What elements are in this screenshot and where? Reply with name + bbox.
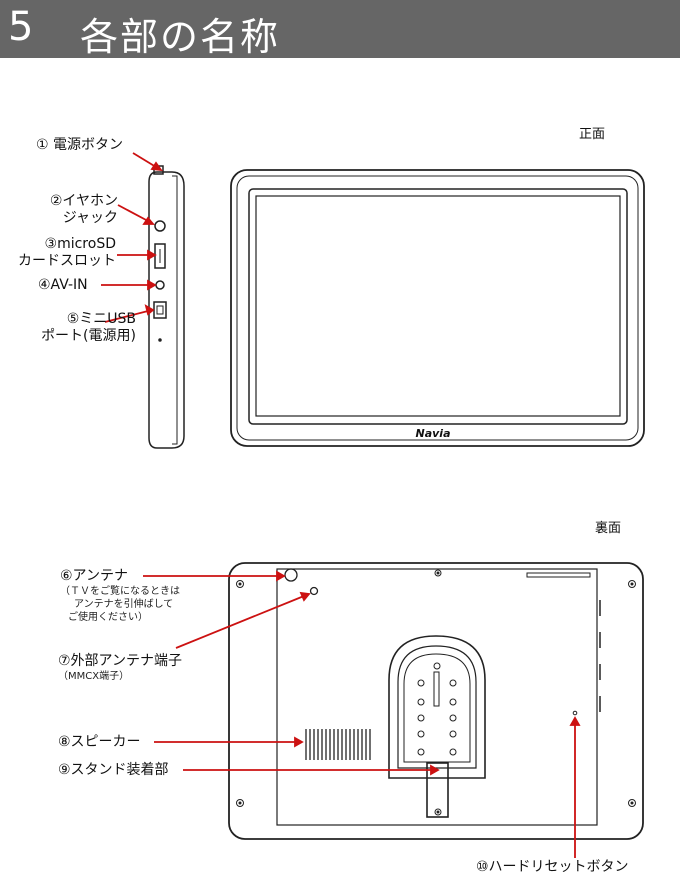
label-speaker: ⑧スピーカー [58, 734, 141, 750]
label-stand-mount: ⑨スタンド装着部 [58, 762, 169, 778]
label-microsd-slot-line2: カードスロット [18, 253, 116, 269]
earphone-jack-shape [154, 220, 166, 232]
section-number: 5 [8, 4, 35, 50]
side-view [148, 165, 185, 449]
reset-button-shape [572, 710, 578, 716]
label-mini-usb-port-line1: ⑤ミニUSB [66, 311, 136, 327]
section-header: 5 各部の名称 [0, 0, 680, 59]
screw-icon [236, 569, 636, 816]
label-antenna: ⑥アンテナ [60, 568, 128, 584]
antenna-shape [284, 568, 298, 582]
back-view [228, 562, 644, 840]
label-antenna-note-1: （ＴＶをご覧になるときは [60, 586, 180, 597]
brand-logo: Navia [416, 427, 451, 440]
section-title: 各部の名称 [80, 15, 281, 59]
mini-usb-port-shape [153, 301, 167, 319]
label-hard-reset-button: ⑩ハードリセットボタン [476, 859, 629, 875]
label-mini-usb-port: ⑤ミニUSB ポート(電源用) [0, 311, 136, 345]
label-av-in: ④AV-IN [38, 277, 88, 293]
label-earphone-jack-line1: ②イヤホン [49, 193, 118, 209]
label-external-antenna-port-note: （MMCX端子） [58, 671, 130, 682]
leader-lines [101, 152, 581, 858]
label-power-button: ① 電源ボタン [36, 137, 124, 153]
label-mini-usb-port-line2: ポート(電源用) [41, 328, 136, 344]
label-microsd-slot-line1: ③microSD [44, 236, 116, 252]
label-external-antenna-port: ⑦外部アンテナ端子 [58, 653, 182, 669]
front-view-label: 正面 [579, 127, 606, 142]
stand-mount-shape [388, 635, 486, 818]
label-microsd-slot: ③microSD カードスロット [6, 236, 116, 270]
front-view [230, 169, 645, 447]
label-antenna-note-2: アンテナを引伸ばして [74, 599, 174, 610]
av-in-shape [155, 280, 165, 290]
stand-screw-icon [417, 662, 457, 756]
label-earphone-jack: ②イヤホン ジャック [38, 193, 118, 227]
back-view-label: 裏面 [595, 521, 622, 536]
speaker-grille-shape [305, 729, 371, 760]
label-antenna-note-3: ご使用ください） [68, 612, 148, 623]
external-antenna-port-shape [309, 586, 319, 596]
label-earphone-jack-line2: ジャック [62, 210, 118, 226]
